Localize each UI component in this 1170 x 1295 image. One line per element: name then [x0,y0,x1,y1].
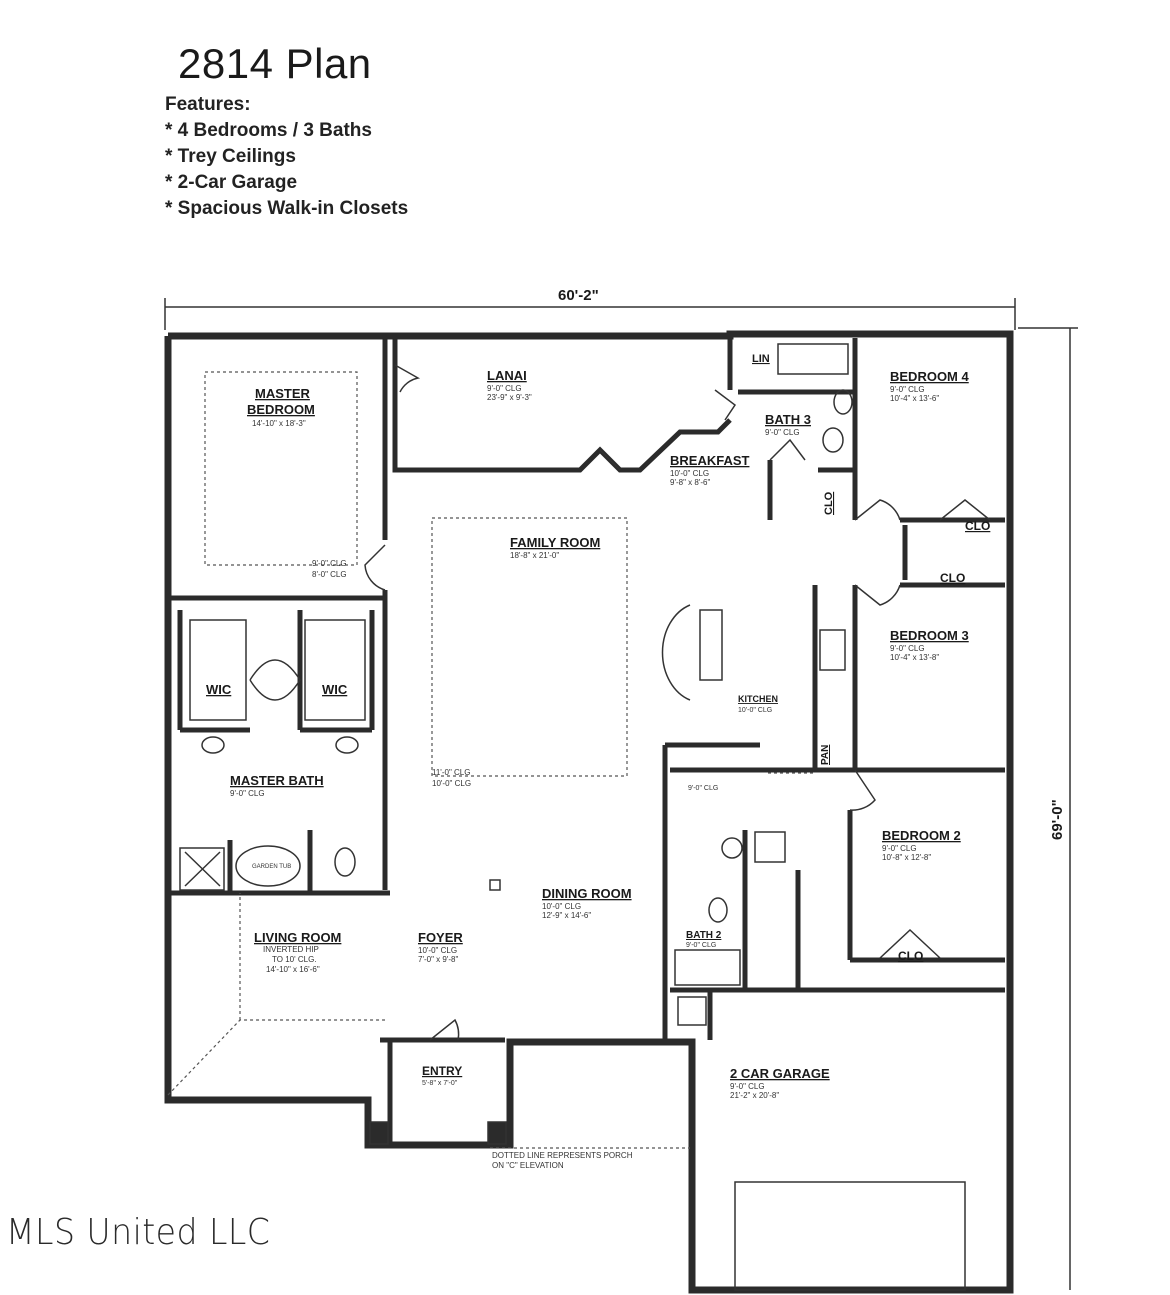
feature-item: * 2-Car Garage [165,172,298,193]
kitchen-label: KITCHEN [738,694,778,704]
breakfast-size: 9'-8" x 8'-6" [670,478,710,487]
family-room-ceiling: 11'-0" CLG [432,768,470,777]
garage-ceiling: 9'-0" CLG [730,1082,765,1091]
width-dimension: 60'-2" [558,287,599,304]
master-bedroom-size: 14'-10" x 18'-3" [252,419,306,428]
dining-room-size: 12'-9" x 14'-6" [542,911,591,920]
bath3-label: BATH 3 [765,412,811,427]
interior-walls [168,338,1005,1145]
clo-label: CLO [898,949,923,963]
pan-label: PAN [820,745,831,765]
master-closet-ceiling: 9'-0" CLG [312,559,347,568]
master-bedroom-label: BEDROOM [247,402,315,417]
lanai-label: LANAI [487,368,527,383]
bedroom3-label: BEDROOM 3 [890,628,969,643]
master-closet-ceiling: 8'-0" CLG [312,570,347,579]
ceiling-outlines [167,371,815,1149]
feature-item: * Spacious Walk-in Closets [165,198,409,219]
bedroom3-size: 10'-4" x 13'-8" [890,653,939,662]
living-room-note: TO 10' CLG. [272,955,317,964]
clo-label: CLO [823,491,835,515]
bedroom2-ceiling: 9'-0" CLG [882,844,917,853]
dimension-lines [164,298,1078,1290]
kitchen-ceiling-note: 9'-0" CLG [688,785,718,792]
master-bath-label: MASTER BATH [230,773,324,788]
doors [249,364,991,1041]
foyer-size: 7'-0" x 9'-8" [418,955,458,964]
depth-dimension: 69'-0" [1049,799,1066,840]
clo-label: CLO [940,571,965,585]
bedroom4-label: BEDROOM 4 [890,369,970,384]
porch-note: DOTTED LINE REPRESENTS PORCH [492,1151,633,1160]
entry-size: 5'-8" x 7'-0" [422,1080,458,1087]
feature-item: * 4 Bedrooms / 3 Baths [165,120,372,141]
living-room-note: INVERTED HIP [263,945,319,954]
fixtures [179,343,966,1291]
dining-room-label: DINING ROOM [542,886,632,901]
bedroom4-size: 10'-4" x 13'-6" [890,394,939,403]
living-room-label: LIVING ROOM [254,930,341,945]
family-room-label: FAMILY ROOM [510,535,600,550]
breakfast-ceiling: 10'-0" CLG [670,469,709,478]
lanai-ceiling: 9'-0" CLG [487,384,522,393]
family-room-size: 18'-8" x 21'-0" [510,551,559,560]
bedroom2-label: BEDROOM 2 [882,828,961,843]
watermark: MLS United LLC [6,1212,271,1253]
family-room-ceiling: 10'-0" CLG [432,779,471,788]
bedroom2-size: 10'-8" x 12'-8" [882,853,931,862]
bath3-ceiling: 9'-0" CLG [765,428,800,437]
foyer-ceiling: 10'-0" CLG [418,946,457,955]
living-room-size: 14'-10" x 16'-6" [266,965,320,974]
room-labels: MASTER BEDROOM 14'-10" x 18'-3" LANAI 9'… [206,353,990,1170]
bedroom4-ceiling: 9'-0" CLG [890,385,925,394]
garage-size: 21'-2" x 20'-8" [730,1091,779,1100]
feature-item: * Trey Ceilings [165,146,296,167]
exterior-walls [164,330,1014,1294]
foyer-label: FOYER [418,930,463,945]
garden-tub-label: GARDEN TUB [252,864,291,870]
lanai-size: 23'-9" x 9'-3" [487,393,532,402]
bath2-label: BATH 2 [686,930,722,941]
entry-label: ENTRY [422,1064,462,1078]
lin-label: LIN [752,353,770,365]
wic-right-label: WIC [322,682,348,697]
bedroom3-ceiling: 9'-0" CLG [890,644,925,653]
clo-label: CLO [965,519,990,533]
kitchen-ceiling: 10'-0" CLG [738,707,772,714]
wic-left-label: WIC [206,682,232,697]
breakfast-label: BREAKFAST [670,453,750,468]
master-bath-ceiling: 9'-0" CLG [230,789,265,798]
master-bedroom-label: MASTER [255,386,311,401]
features-heading: Features: [165,94,251,115]
plan-title: 2814 Plan [178,40,372,87]
garage-label: 2 CAR GARAGE [730,1066,830,1081]
dining-room-ceiling: 10'-0" CLG [542,902,581,911]
bath2-ceiling: 9'-0" CLG [686,942,716,949]
features-list: Features: * 4 Bedrooms / 3 Baths * Trey … [165,92,408,222]
porch-note: ON "C" ELEVATION [492,1161,564,1170]
